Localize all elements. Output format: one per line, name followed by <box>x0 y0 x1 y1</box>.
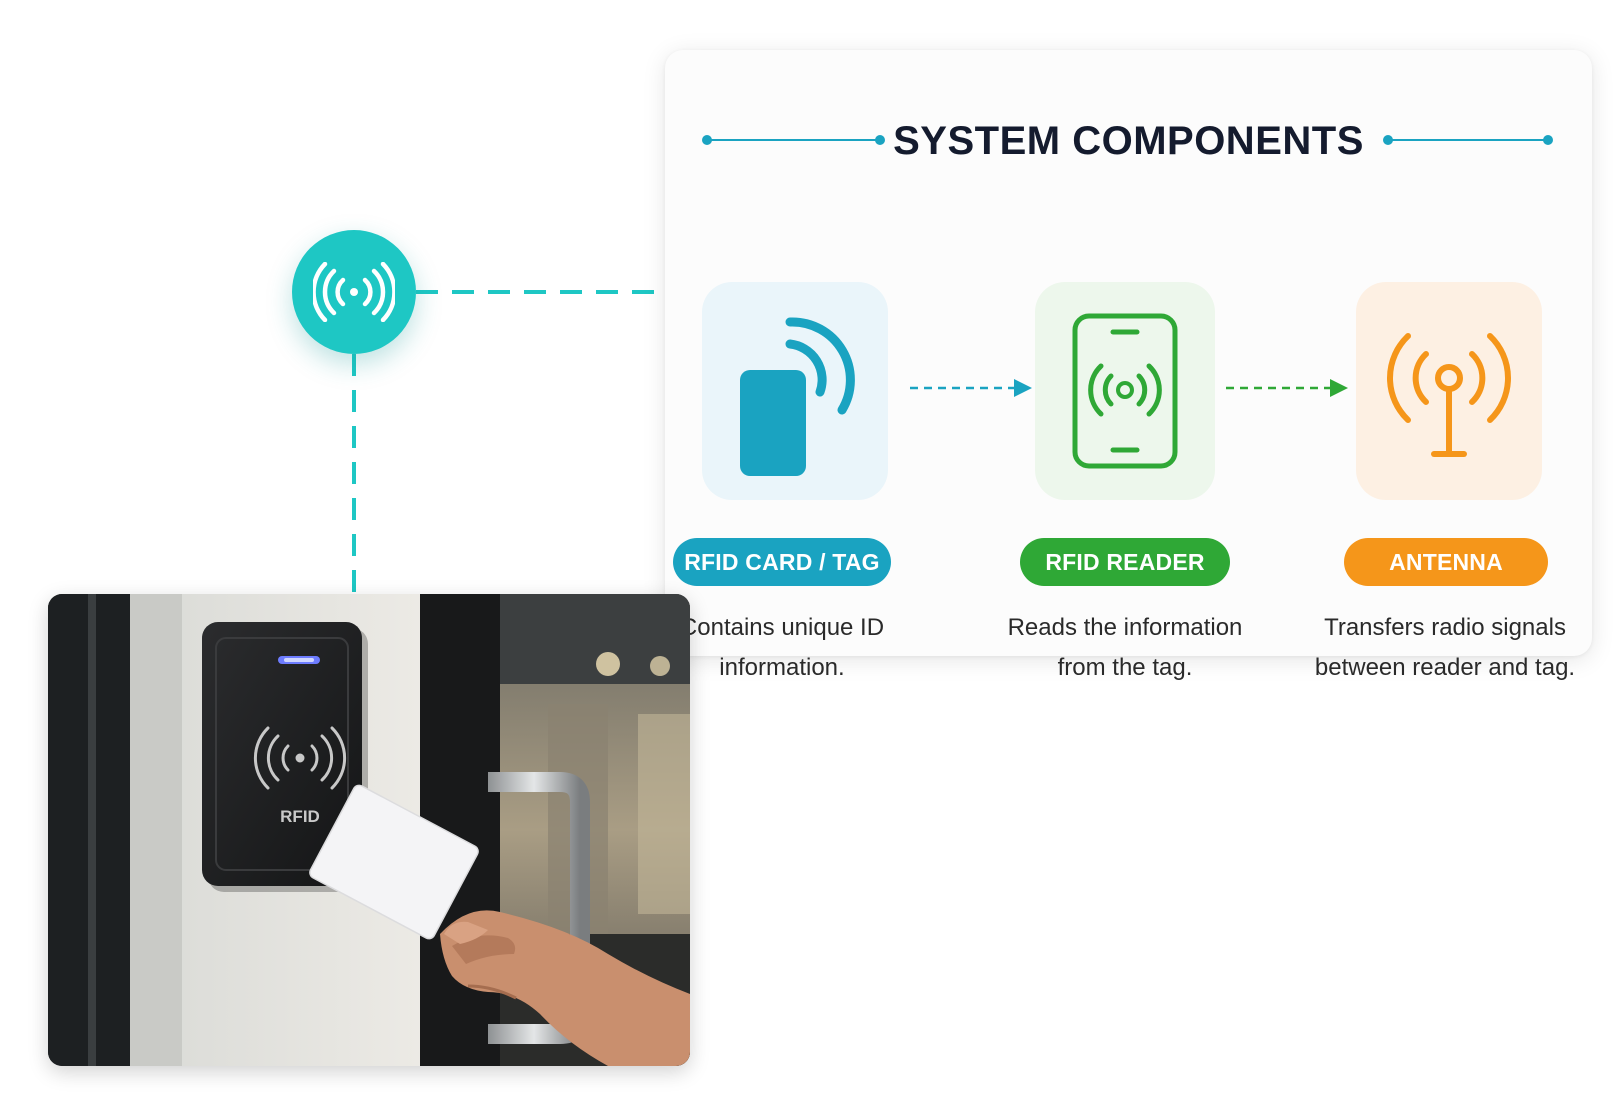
header-rule-left <box>707 139 880 141</box>
system-components-card: SYSTEM COMPONENTS RFID CARD / TAG Contai… <box>665 50 1592 681</box>
rfid-card-tile <box>702 282 888 500</box>
rfid-card-label: RFID CARD / TAG <box>673 538 891 586</box>
rfid-reader-icon <box>1072 313 1178 469</box>
component-rfid-reader: RFID READER Reads the information from t… <box>993 282 1313 702</box>
wireless-signal-icon <box>313 262 395 322</box>
header-rule-dot-right-end <box>1543 135 1553 145</box>
rfid-reader-description-line-2: from the tag. <box>1057 654 1193 681</box>
rfid-card-description: Contains unique ID information. <box>622 608 942 688</box>
rfid-reader-label: RFID READER <box>1020 538 1230 586</box>
component-antenna: ANTENNA Transfers radio signals between … <box>1315 282 1624 702</box>
antenna-description-line-2: between reader and tag. <box>1314 654 1576 681</box>
page-title: SYSTEM COMPONENTS <box>893 119 1364 163</box>
header-rule-dot-left-end <box>875 135 885 145</box>
rfid-reader-description: Reads the information from the tag. <box>965 608 1285 688</box>
card-header: SYSTEM COMPONENTS <box>665 50 1592 163</box>
arrow-reader-to-antenna <box>1226 379 1348 397</box>
photo-reader-label: RFID <box>280 807 320 826</box>
antenna-icon <box>1387 333 1511 457</box>
header-rule-right <box>1388 139 1548 141</box>
antenna-tile <box>1356 282 1542 500</box>
antenna-label: ANTENNA <box>1344 538 1548 586</box>
wireless-node <box>292 230 416 354</box>
antenna-description: Transfers radio signals between reader a… <box>1285 608 1605 688</box>
component-rfid-card: RFID CARD / TAG Contains unique ID infor… <box>660 282 980 702</box>
arrow-card-to-reader <box>910 379 1032 397</box>
rfid-card-icon <box>740 317 855 476</box>
rfid-reader-description-line-1: Reads the information <box>1007 614 1243 641</box>
antenna-description-line-1: Transfers radio signals <box>1324 614 1566 641</box>
rfid-door-reader-photo: RFID <box>48 594 690 1066</box>
photo-illustration: RFID <box>48 594 690 1066</box>
rfid-card-description-line-2: information. <box>719 654 845 681</box>
rfid-card-description-line-1: Contains unique ID <box>679 614 885 641</box>
rfid-reader-tile <box>1035 282 1215 500</box>
